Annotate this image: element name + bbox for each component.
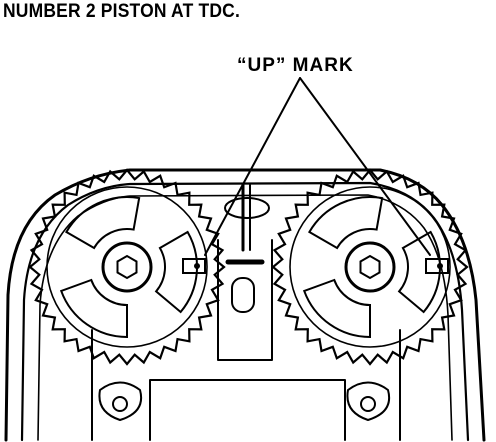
left-up-mark-dot: [194, 263, 200, 269]
right-sprocket-rim: [289, 186, 451, 348]
left-sprocket-hub: [101, 241, 153, 293]
head-bolt-right: [360, 396, 376, 412]
up-mark-label: “UP” MARK: [237, 55, 354, 76]
center-boss: [224, 197, 270, 219]
leader-line-right: [299, 77, 431, 256]
left-up-mark-tab: [182, 258, 206, 274]
timing-belt-outer: [20, 181, 470, 442]
head-bolt-boss-right: [346, 381, 390, 421]
figure-caption: NUMBER 2 PISTON AT TDC.: [3, 1, 240, 22]
head-bolt-boss-left: [98, 381, 142, 421]
right-up-mark-tab: [425, 258, 449, 274]
right-sprocket-bolt: [359, 254, 381, 280]
left-sprocket-teeth: [28, 168, 226, 366]
center-slot: [231, 277, 255, 313]
center-bracket: [217, 239, 273, 361]
right-up-mark-dot: [437, 263, 443, 269]
right-sprocket-window: [397, 230, 441, 314]
right-sprocket-window: [302, 278, 371, 339]
head-bolt-left: [112, 396, 128, 412]
left-sprocket-window: [59, 278, 128, 339]
cylinder-head-outline: [91, 329, 401, 441]
right-sprocket-window: [308, 196, 384, 250]
left-sprocket-window: [154, 230, 198, 314]
belt-cover-outline: [4, 168, 486, 442]
left-sprocket-window: [65, 196, 141, 250]
leader-line-left: [204, 77, 301, 256]
left-sprocket-rim: [46, 186, 208, 348]
left-sprocket-bolt: [116, 254, 138, 280]
right-sprocket-hub: [344, 241, 396, 293]
right-sprocket-teeth: [271, 168, 469, 366]
